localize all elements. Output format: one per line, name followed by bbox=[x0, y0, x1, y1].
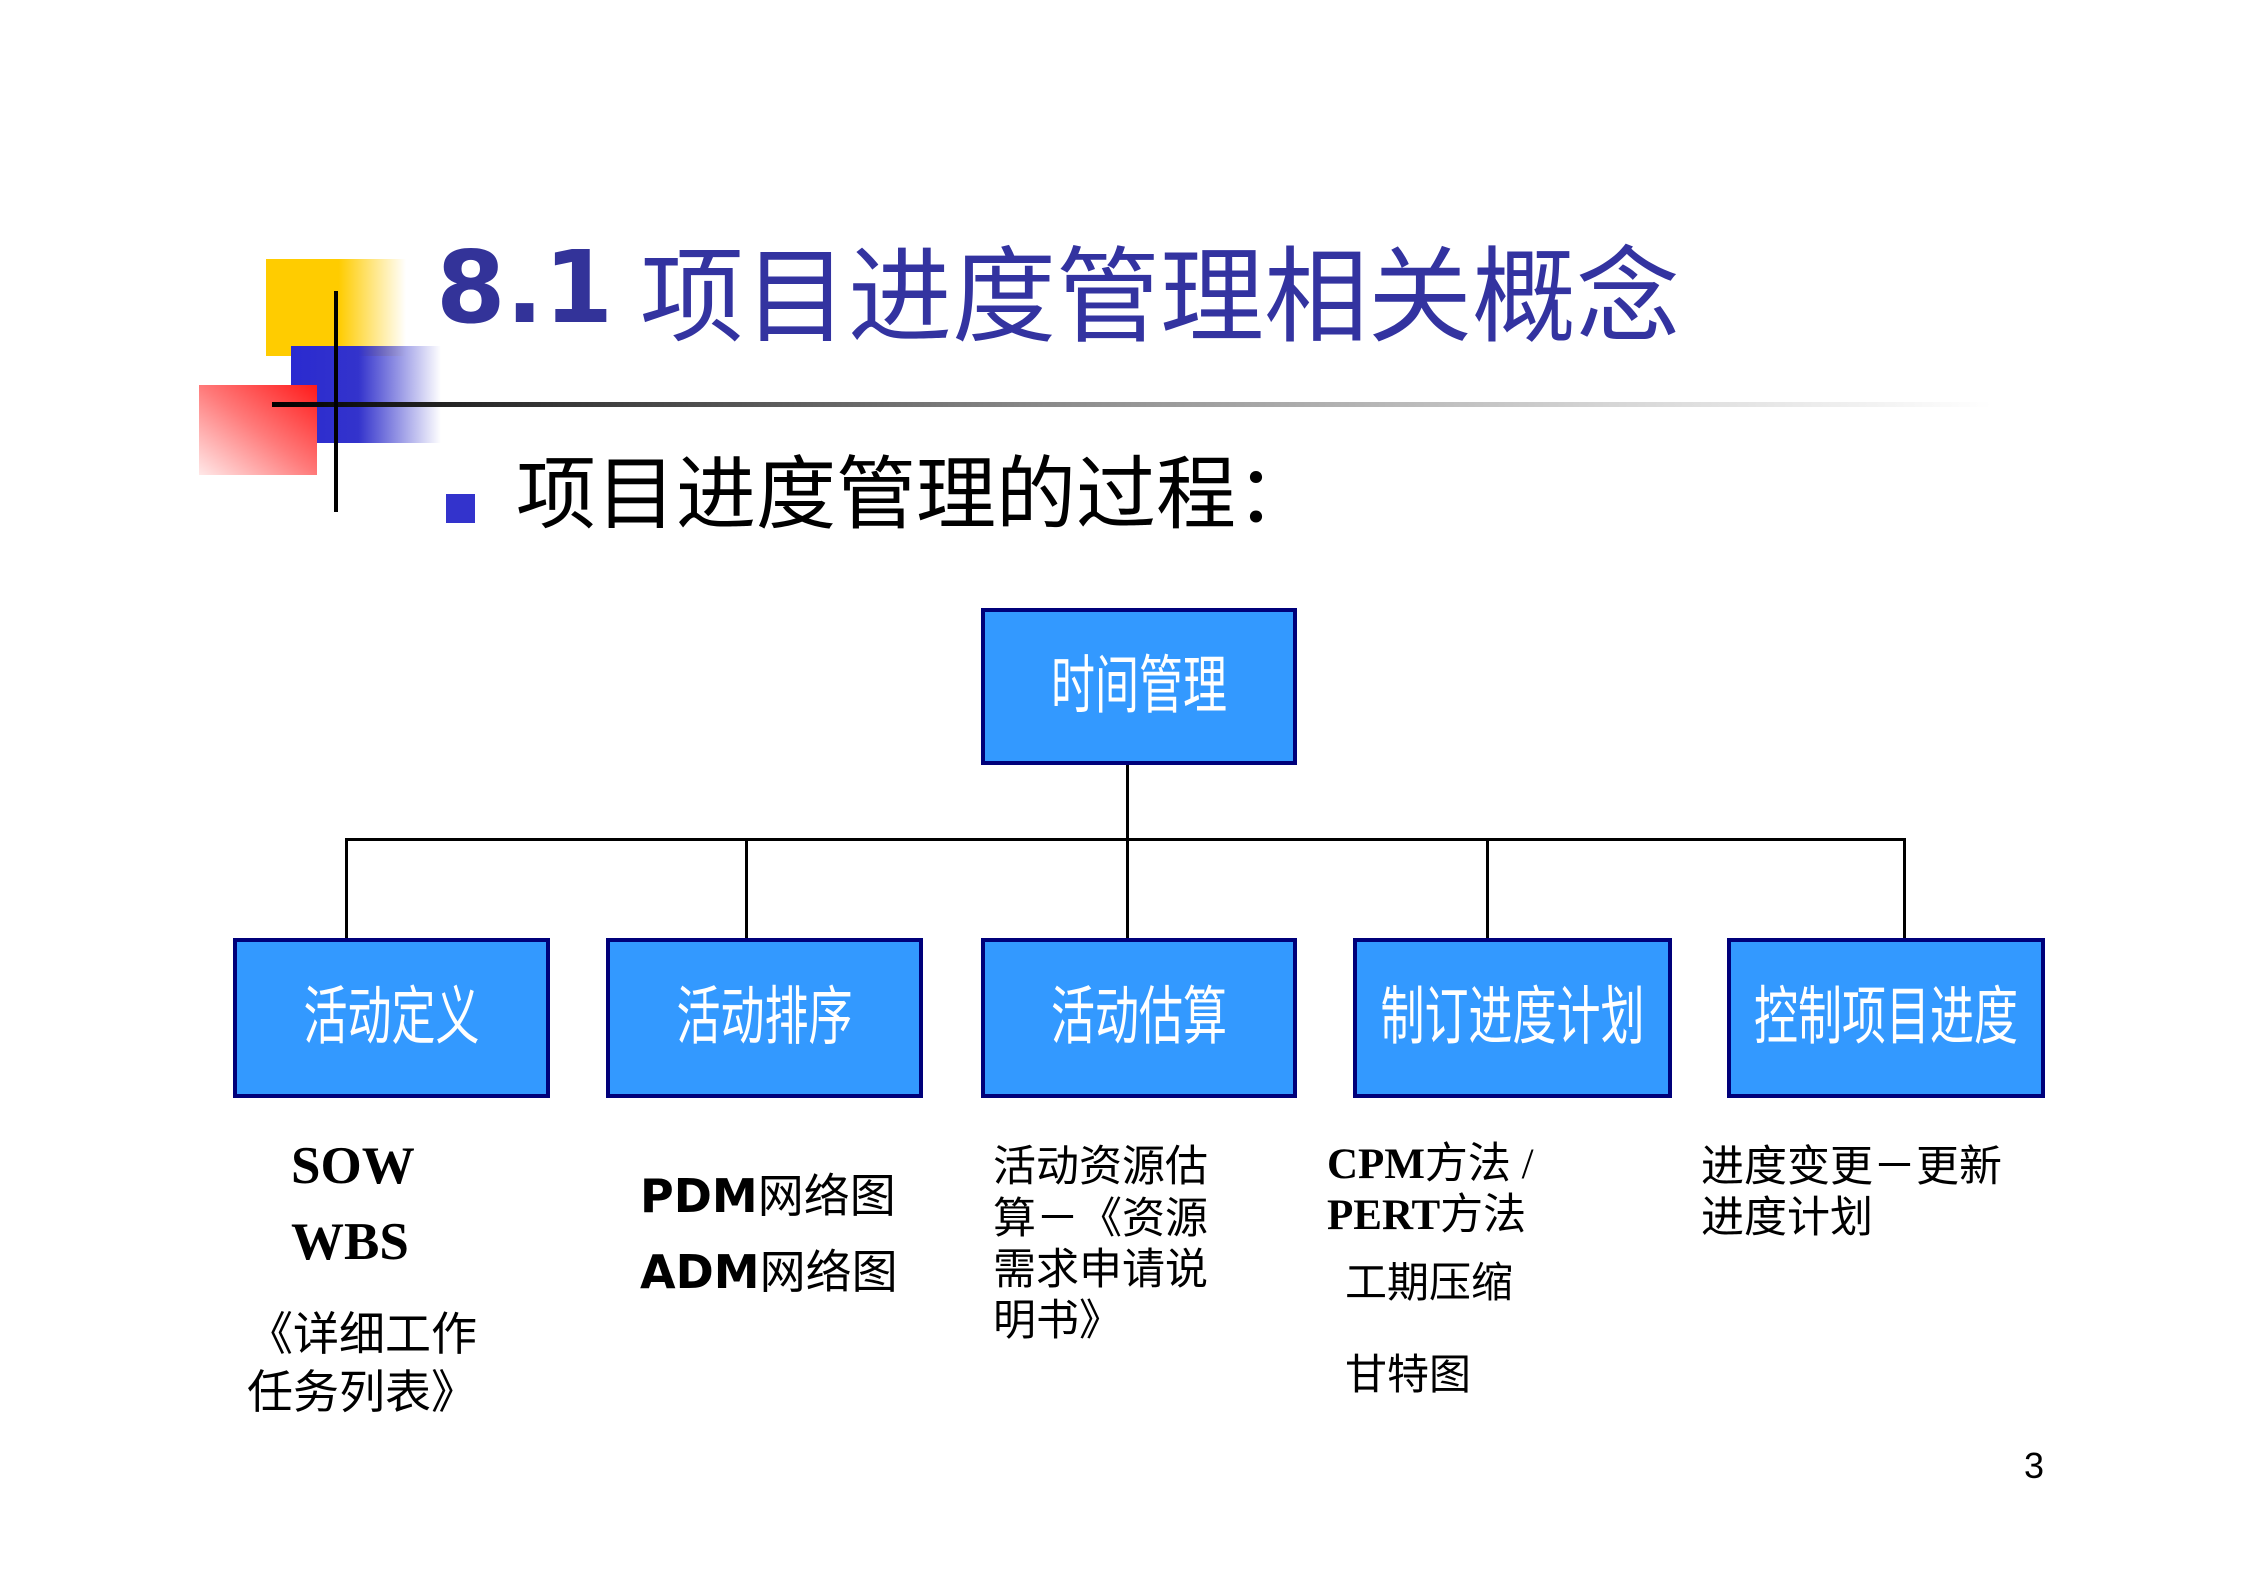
child-connector-1 bbox=[345, 838, 348, 938]
note-text: 算－《资源 bbox=[993, 1196, 1208, 1243]
bullet-text: 项目进度管理的过程： bbox=[516, 452, 1316, 540]
child-node-label: 活动定义 bbox=[303, 981, 480, 1053]
child-node-label: 活动估算 bbox=[1051, 981, 1227, 1053]
note-text: 进度变更－更新 bbox=[1701, 1144, 2002, 1191]
root-node-box: 时间管理 bbox=[981, 608, 1297, 765]
note-text: 活动资源估 bbox=[993, 1144, 1208, 1191]
note-text: CPM方法 / bbox=[1327, 1143, 1534, 1186]
note-text: ADM网络图 bbox=[640, 1249, 898, 1296]
child-connector-2 bbox=[745, 838, 748, 938]
note-suffix: 方法 bbox=[1440, 1192, 1527, 1239]
child-node-box: 制订进度计划 bbox=[1353, 938, 1672, 1098]
note-abbr: CPM bbox=[1327, 1141, 1425, 1188]
page-number: 3 bbox=[2024, 1445, 2045, 1486]
note-abbr: PERT bbox=[1327, 1192, 1441, 1239]
note-text: PERT方法 bbox=[1327, 1194, 1526, 1237]
root-node-label: 时间管理 bbox=[1051, 650, 1227, 722]
logo-vertical-line bbox=[334, 291, 338, 512]
root-connector bbox=[1126, 765, 1129, 839]
child-connector-5 bbox=[1903, 838, 1906, 938]
slide-title: 项目进度管理相关概念 bbox=[640, 240, 1681, 356]
note-abbr: PDM bbox=[640, 1169, 758, 1223]
note-text: 工期压缩 bbox=[1345, 1261, 1514, 1307]
child-connector-4 bbox=[1486, 838, 1489, 938]
note-text: 进度计划 bbox=[1701, 1195, 1873, 1242]
branch-connector bbox=[345, 838, 1906, 841]
note-suffix: 网络图 bbox=[759, 1247, 898, 1298]
child-node-box: 活动排序 bbox=[606, 938, 923, 1098]
note-text: 需求申请说 bbox=[993, 1247, 1208, 1294]
child-node-box: 活动定义 bbox=[233, 938, 550, 1098]
child-node-label: 制订进度计划 bbox=[1380, 981, 1645, 1053]
note-abbr: ADM bbox=[640, 1245, 760, 1299]
child-node-label: 控制项目进度 bbox=[1754, 981, 2018, 1053]
child-node-box: 活动估算 bbox=[981, 938, 1297, 1098]
slide-title-number: 8.1 bbox=[436, 229, 614, 346]
child-connector-3 bbox=[1126, 838, 1129, 938]
note-text: PDM网络图 bbox=[640, 1173, 896, 1220]
note-suffix: 网络图 bbox=[757, 1171, 896, 1222]
title-divider-line bbox=[272, 402, 1992, 407]
note-suffix: 方法 / bbox=[1424, 1141, 1534, 1188]
note-text: 甘特图 bbox=[1345, 1353, 1472, 1399]
note-text: SOW bbox=[291, 1137, 415, 1195]
note-text: WBS bbox=[291, 1213, 409, 1271]
square-bullet-icon bbox=[446, 494, 475, 523]
note-text: 任务列表》 bbox=[247, 1367, 477, 1418]
note-text: 明书》 bbox=[993, 1298, 1122, 1345]
logo-red-square bbox=[199, 385, 317, 475]
note-text: 《详细工作 bbox=[247, 1309, 477, 1360]
child-node-label: 活动排序 bbox=[676, 981, 853, 1053]
child-node-box: 控制项目进度 bbox=[1727, 938, 2045, 1098]
